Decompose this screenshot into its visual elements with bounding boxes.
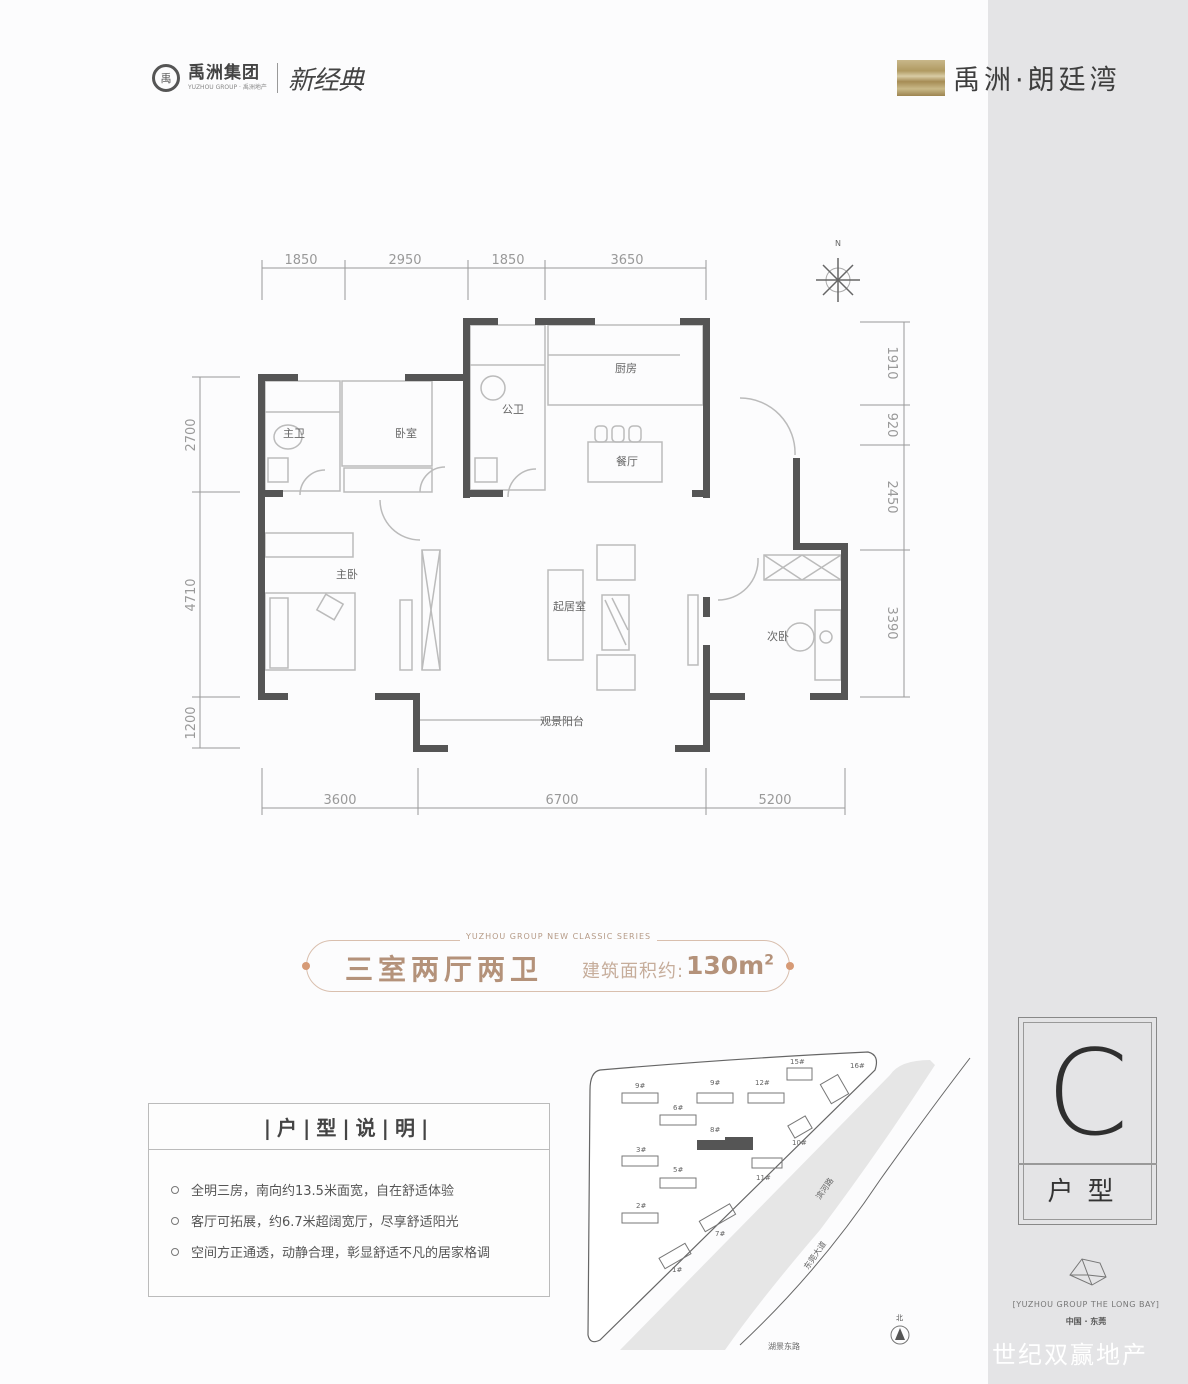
buildings — [621, 1067, 850, 1270]
dim-bottom-1: 3600 — [323, 793, 356, 808]
dim-top-1: 1850 — [284, 253, 317, 268]
building-label: 7# — [715, 1230, 725, 1238]
room-label-dining: 餐厅 — [616, 454, 638, 468]
floor-plan: 1850 2950 1850 3650 3600 6700 5200 2700 … — [150, 225, 912, 829]
description-item: 全明三房，南向约13.5米面宽，自在舒适体验 — [171, 1174, 549, 1205]
river-band — [620, 1060, 935, 1350]
description-text: 全明三房，南向约13.5米面宽，自在舒适体验 — [191, 1184, 454, 1199]
room-label-kitchen: 厨房 — [615, 362, 637, 375]
room-label-small-bedroom: 卧室 — [395, 426, 417, 440]
room-label-public-bath: 公卫 — [502, 403, 524, 416]
interior-lines — [264, 324, 842, 721]
building-label: 9# — [710, 1079, 720, 1087]
road-line — [739, 1057, 971, 1346]
dimension-labels: 1850 2950 1850 3650 3600 6700 5200 2700 … — [184, 253, 899, 808]
dim-bottom-3: 5200 — [758, 793, 791, 808]
unit-type-badge: C 户型 — [1018, 1017, 1157, 1225]
current-building — [697, 1137, 753, 1150]
pill-dot-left — [302, 962, 310, 970]
description-item: 客厅可拓展，约6.7米超阔宽厅，尽享舒适阳光 — [171, 1205, 549, 1236]
emblem-glyph: 禹 — [160, 72, 172, 85]
dim-right-2: 920 — [884, 413, 899, 438]
walls — [258, 318, 848, 752]
area-label: 建筑面积约: — [582, 961, 685, 982]
dim-right-3: 2450 — [884, 480, 899, 513]
group-emblem-icon: 禹 — [152, 64, 180, 92]
footer-location: 中国 · 东莞 — [1065, 1317, 1107, 1326]
compass-label: N — [835, 239, 841, 248]
right-gray-strip — [988, 0, 1188, 1384]
area-unit-sup: 2 — [764, 952, 774, 969]
badge-divider — [1018, 1163, 1157, 1165]
building-label: 2# — [636, 1202, 646, 1210]
pill-caption: YUZHOU GROUP NEW CLASSIC SERIES — [460, 932, 658, 941]
project-series-logo: 新经典 — [287, 65, 364, 96]
room-label-second-bedroom: 次卧 — [767, 629, 789, 643]
description-item: 空间方正通透，动静合理，彰显舒适不凡的居家格调 — [171, 1236, 549, 1267]
unit-type-label: 户型 — [1047, 1177, 1128, 1207]
group-name-block: 禹洲集团 YUZHOU GROUP · 禹洲地产 — [188, 65, 267, 91]
dim-top-3: 1850 — [491, 253, 524, 268]
dim-top-2: 2950 — [388, 253, 421, 268]
building-label: 9# — [635, 1082, 645, 1090]
room-label-living: 起居室 — [553, 599, 586, 613]
room-label-master-bedroom: 主卧 — [336, 568, 358, 581]
site-plan-map: 9# 9# 12# 15# 16# 6# 8# 10# 3# 5# 11# 2#… — [580, 1040, 980, 1364]
dimension-lines — [192, 260, 912, 815]
room-labels: 主卫 卧室 公卫 厨房 餐厅 主卧 起居室 观景阳台 次卧 — [283, 362, 789, 728]
building-labels: 9# 9# 12# 15# 16# 6# 8# 10# 3# 5# 11# 2#… — [635, 1058, 865, 1274]
dim-right-1: 1910 — [884, 346, 899, 379]
area-number: 130m — [686, 951, 765, 980]
road-label: 湖景东路 — [768, 1341, 800, 1351]
footer-english-name: [YUZHOU GROUP THE LONG BAY] — [1012, 1300, 1160, 1309]
compass-icon: N — [816, 239, 860, 302]
building-label: 1# — [672, 1266, 682, 1274]
brand-gem-icon — [1066, 1255, 1110, 1293]
dim-left-1: 2700 — [184, 418, 199, 451]
project-brand: 禹洲·朗廷湾 — [897, 58, 1121, 97]
dim-bottom-2: 6700 — [545, 793, 578, 808]
map-north-icon: 北 — [890, 1314, 910, 1345]
watermark: 世纪双赢地产 — [992, 1341, 1148, 1369]
building-label: 6# — [673, 1104, 683, 1112]
pill-dot-right — [786, 962, 794, 970]
building-label: 10# — [792, 1139, 807, 1147]
description-heading: |户|型|说|明| — [149, 1104, 549, 1150]
building-label: 8# — [710, 1126, 720, 1134]
dim-right-4: 3390 — [884, 606, 899, 639]
brand-name: 禹洲·朗廷湾 — [953, 65, 1121, 96]
building-label: 12# — [755, 1079, 770, 1087]
area-value: 130m2 — [686, 951, 774, 980]
building-label: 16# — [850, 1062, 865, 1070]
room-label-master-bath: 主卫 — [283, 427, 305, 440]
bullet-icon — [171, 1247, 179, 1256]
north-label: 北 — [896, 1314, 903, 1322]
room-label-balcony: 观景阳台 — [540, 714, 584, 728]
badge-inner-frame: C 户型 — [1018, 1022, 1157, 1220]
building-label: 15# — [790, 1058, 805, 1066]
description-text: 客厅可拓展，约6.7米超阔宽厅，尽享舒适阳光 — [191, 1215, 459, 1230]
layout-description-box: |户|型|说|明| 全明三房，南向约13.5米面宽，自在舒适体验 客厅可拓展，约… — [148, 1103, 550, 1297]
dim-left-2: 4710 — [184, 578, 199, 611]
group-name: 禹洲集团 — [188, 63, 260, 83]
logo-divider — [276, 63, 278, 93]
building-label: 11# — [756, 1174, 771, 1182]
building-label: 3# — [636, 1146, 646, 1154]
dim-top-4: 3650 — [610, 253, 643, 268]
dim-left-3: 1200 — [184, 706, 199, 739]
group-subtitle: YUZHOU GROUP · 禹洲地产 — [188, 84, 267, 91]
layout-title: 三室两厅两卫 — [345, 953, 544, 986]
developer-logo: 禹 禹洲集团 YUZHOU GROUP · 禹洲地产 新经典 — [152, 58, 364, 98]
building-label: 5# — [673, 1166, 683, 1174]
description-list: 全明三房，南向约13.5米面宽，自在舒适体验 客厅可拓展，约6.7米超阔宽厅，尽… — [149, 1150, 549, 1267]
description-text: 空间方正通透，动静合理，彰显舒适不凡的居家格调 — [191, 1246, 491, 1261]
bullet-icon — [171, 1216, 179, 1225]
brand-mark-icon — [897, 59, 945, 96]
unit-type-letter: C — [1046, 1024, 1129, 1162]
bullet-icon — [171, 1185, 179, 1194]
